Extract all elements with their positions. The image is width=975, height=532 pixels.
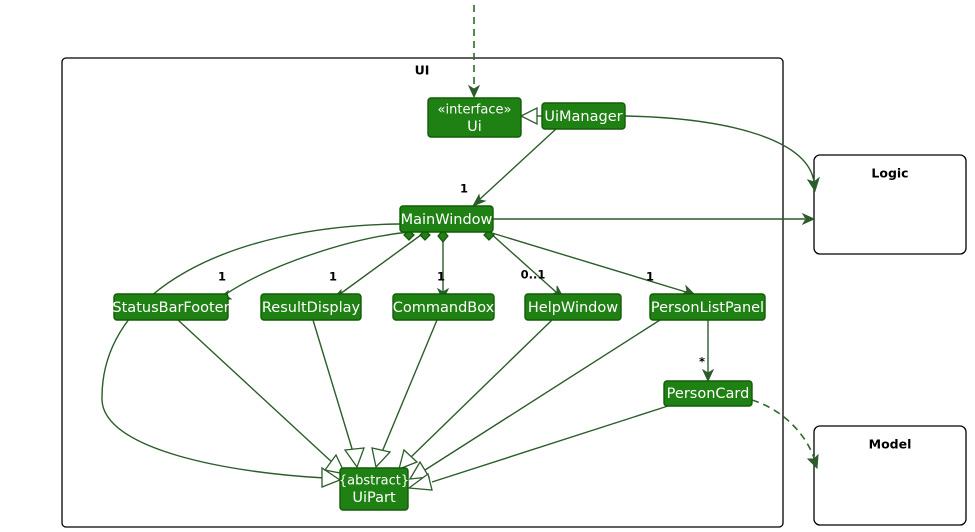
class-mainwindow-rect[interactable] <box>399 205 494 233</box>
class-resultdisplay-name: ResultDisplay <box>262 300 361 316</box>
rel-personcard-model-arrowhead <box>806 453 819 470</box>
multiplicity-personcard: * <box>699 355 705 369</box>
package-model: Model <box>813 425 967 526</box>
package-logic-rect <box>813 154 967 255</box>
rel-mainwindow-resultdisplay-line <box>339 231 426 295</box>
class-resultdisplay-rect[interactable] <box>260 293 362 321</box>
class-personcard[interactable]: PersonCard <box>663 380 753 407</box>
class-uipart-stereotype: {abstract} <box>339 474 409 489</box>
class-ui-interface-stereotype: «interface» <box>438 103 512 118</box>
rel-personcard-uipart-line <box>431 405 669 483</box>
rel-uimanager-realizes-ui <box>519 106 542 126</box>
class-personcard-rect[interactable] <box>663 380 753 407</box>
package-ui-label: UI <box>415 63 430 78</box>
rel-external-to-ui <box>467 5 481 99</box>
rel-commandbox-uipart-triangle <box>371 447 392 469</box>
class-uimanager-name: UiManager <box>544 109 622 125</box>
rel-personcard-uipart <box>407 405 669 491</box>
multiplicity-mainwindow: 1 <box>460 182 468 196</box>
class-mainwindow-name: MainWindow <box>401 212 493 228</box>
rel-uimanager-mainwindow-arrowhead <box>471 193 487 208</box>
rel-uimanager-logic-arrowhead <box>806 176 820 193</box>
class-statusbarfooter[interactable]: StatusBarFooter <box>112 293 230 321</box>
rel-resultdisplay-uipart <box>312 319 365 469</box>
class-commandbox-name: CommandBox <box>393 300 495 316</box>
package-ui-rect <box>61 57 784 528</box>
class-ui-interface-rect[interactable] <box>427 97 522 138</box>
rel-mainwindow-personlist-line <box>491 232 687 293</box>
rel-personlist-personcard-arrowhead <box>701 368 715 383</box>
rel-uimanager-mainwindow-line <box>479 128 557 200</box>
rel-mainwindow-logic-arrowhead <box>801 212 816 226</box>
class-personlistpanel[interactable]: PersonListPanel <box>649 293 766 321</box>
rel-personlist-personcard <box>701 320 715 383</box>
multiplicity-commandbox: 1 <box>437 270 445 284</box>
rel-commandbox-uipart <box>371 319 438 469</box>
rel-mainwindow-personlist <box>491 232 697 296</box>
rel-mainwindow-statusbar-line <box>225 231 410 295</box>
rel-uimanager-mainwindow <box>471 128 557 208</box>
rel-mainwindow-uipart-triangle <box>321 466 342 488</box>
rel-personcard-model <box>751 399 819 470</box>
class-helpwindow-name: HelpWindow <box>528 300 618 316</box>
class-helpwindow-rect[interactable] <box>524 293 622 321</box>
rel-personlist-uipart-line <box>424 319 661 471</box>
rel-mainwindow-helpwindow <box>483 229 566 301</box>
class-personlistpanel-name: PersonListPanel <box>651 300 764 316</box>
rel-mainwindow-resultdisplay <box>330 229 431 301</box>
class-personlistpanel-rect[interactable] <box>649 293 766 321</box>
rel-resultdisplay-uipart-line <box>312 319 354 453</box>
class-resultdisplay[interactable]: ResultDisplay <box>260 293 362 321</box>
package-logic-label: Logic <box>871 166 908 181</box>
class-mainwindow[interactable]: MainWindow <box>399 205 494 233</box>
class-uipart-rect[interactable] <box>339 467 409 511</box>
multiplicity-resultdisplay: 1 <box>329 270 337 284</box>
multiplicity-personlistpanel: 1 <box>646 270 654 284</box>
class-commandbox[interactable]: CommandBox <box>392 293 495 321</box>
rel-personlist-uipart <box>408 319 661 480</box>
class-uipart[interactable]: {abstract} UiPart <box>339 467 409 511</box>
package-ui: UI <box>61 57 784 528</box>
class-uipart-name: UiPart <box>352 490 396 506</box>
rel-personcard-uipart-triangle <box>407 472 433 491</box>
rel-helpwindow-uipart-line <box>409 319 553 459</box>
rel-mainwindow-commandbox-diamond <box>437 229 449 243</box>
rel-personlist-uipart-triangle <box>408 460 431 480</box>
rel-mainwindow-commandbox <box>436 229 450 302</box>
package-model-rect <box>813 425 967 526</box>
rel-uimanager-logic-line <box>624 115 815 183</box>
package-logic: Logic <box>813 154 967 255</box>
rel-commandbox-uipart-line <box>381 319 438 453</box>
rel-helpwindow-uipart <box>398 319 553 471</box>
class-commandbox-rect[interactable] <box>392 293 495 321</box>
class-statusbarfooter-rect[interactable] <box>113 293 229 321</box>
rel-helpwindow-uipart-triangle <box>398 448 419 471</box>
class-uimanager[interactable]: UiManager <box>541 102 626 130</box>
class-personcard-name: PersonCard <box>667 386 750 402</box>
rel-statusbar-uipart-line <box>177 319 335 465</box>
class-ui-interface-name: Ui <box>467 119 482 135</box>
rel-external-to-ui-arrowhead <box>467 84 481 99</box>
class-statusbarfooter-name: StatusBarFooter <box>112 300 229 316</box>
class-ui-interface[interactable]: «interface» Ui <box>427 97 522 138</box>
class-uimanager-rect[interactable] <box>541 102 626 130</box>
rel-resultdisplay-uipart-triangle <box>343 447 365 469</box>
rel-mainwindow-statusbar <box>216 229 415 301</box>
class-helpwindow[interactable]: HelpWindow <box>524 293 622 321</box>
rel-mainwindow-logic <box>493 212 816 226</box>
rel-uimanager-realizes-ui-triangle <box>519 106 538 126</box>
rel-uimanager-logic <box>624 115 820 193</box>
multiplicity-statusbarfooter: 1 <box>218 270 226 284</box>
rel-mainwindow-uipart-line <box>101 223 401 479</box>
rel-mainwindow-helpwindow-line <box>488 231 557 293</box>
package-model-label: Model <box>869 437 912 452</box>
multiplicity-helpwindow: 0..1 <box>521 268 546 282</box>
rel-mainwindow-uipart <box>101 223 401 488</box>
